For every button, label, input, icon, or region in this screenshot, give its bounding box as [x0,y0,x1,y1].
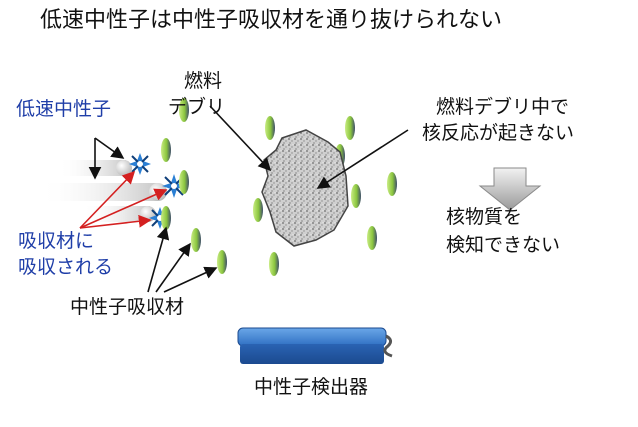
neutron-ball-icon [116,160,132,176]
arrow-to-absorber-3 [163,266,218,293]
neutron-trail [82,206,150,222]
green-pellet-icon [179,170,189,194]
slow-neutron-group [40,160,167,222]
green-pellet-icon [269,252,279,276]
label-no-reaction-line2: 核反応が起きない [422,122,575,144]
arrow-to-debris-right [316,129,409,189]
label-neutron-detector: 中性子検出器 [254,376,369,398]
label-absorbed-line2: 吸収される [18,256,114,278]
label-neutron-absorber: 中性子吸収材 [70,296,185,318]
red-arrow-2 [79,188,168,229]
label-slow-neutron: 低速中性子 [16,98,112,120]
label-absorbed-line1: 吸収材に [18,230,95,252]
green-pellet-icon [161,206,171,230]
neutron-trail [40,183,158,201]
green-pellet-icon [161,138,171,162]
neutron-trail [58,160,126,176]
green-pellet-icon [345,116,355,140]
label-fuel-debris-line2: デブリ [168,96,226,118]
green-pellet-icon [367,226,377,250]
spark-burst-icon [129,153,151,175]
black-arrows [88,105,409,293]
green-pellet-icon [387,172,397,196]
green-pellet-icon [253,198,263,222]
fuel-debris-shape [261,129,349,247]
detector-box-icon [237,327,393,364]
label-cannot-detect-line2: 検知できない [446,234,561,256]
green-pellet-icon [179,98,189,122]
label-cannot-detect-line1: 核物質を [446,206,523,228]
page-title: 低速中性子は中性子吸収材を通り抜けられない [40,8,503,33]
green-pellet-icon [265,116,275,140]
green-pellet-icon [351,184,361,208]
arrow-to-absorber-2 [155,242,191,293]
arrow-to-absorber-1 [147,226,170,293]
arrow-to-neutron-top [94,137,125,159]
red-arrows [79,170,168,229]
red-arrow-3 [79,214,152,229]
green-pellet-icon [191,228,201,252]
label-no-reaction-line1: 燃料デブリ中で [436,96,570,118]
green-pellet-icon [217,250,227,274]
arrow-to-debris-left [209,105,272,172]
label-fuel-debris-line1: 燃料 [184,70,223,92]
down-arrow-icon [478,167,542,211]
neutron-absorbers [161,98,397,276]
red-arrow-1 [79,170,136,229]
